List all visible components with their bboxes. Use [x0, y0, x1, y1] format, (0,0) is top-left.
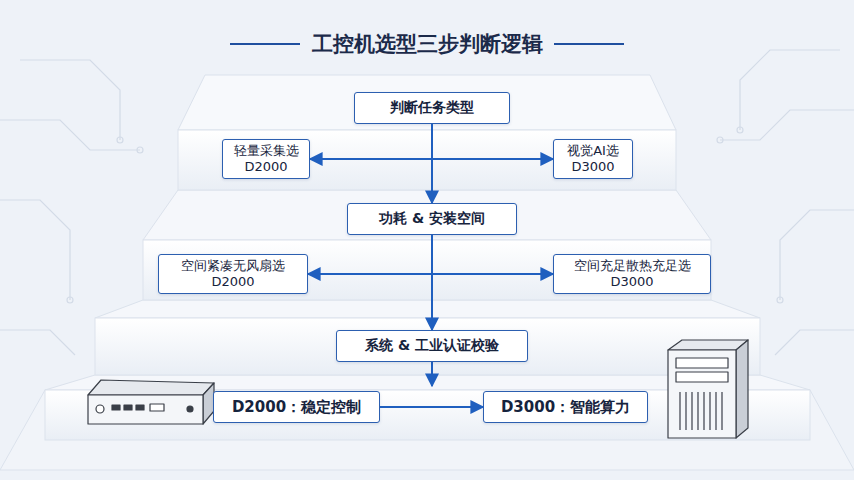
compact-pc-illustration	[88, 395, 203, 424]
circuit-lines	[717, 137, 723, 143]
tower-pc-illustration	[668, 340, 748, 438]
circuit-lines	[775, 330, 854, 355]
tower-pc-illustration	[691, 392, 692, 430]
process-box: 判断任务类型	[354, 92, 510, 124]
tower-pc-illustration	[668, 350, 736, 438]
compact-pc-illustration	[187, 406, 193, 412]
tower-pc-illustration	[721, 392, 722, 430]
box-label: 空间充足散热充足选 D3000	[560, 258, 704, 291]
circuit-lines	[117, 137, 123, 143]
box-label: D3000：智能算力	[501, 398, 630, 417]
box-label: D2000：稳定控制	[232, 398, 361, 417]
staircase	[95, 318, 760, 375]
tower-pc-illustration	[715, 392, 716, 430]
tower-pc-illustration	[679, 392, 680, 430]
process-box: 轻量采集选 D2000	[222, 139, 310, 179]
compact-pc-illustration	[150, 404, 164, 411]
compact-pc-illustration	[88, 380, 214, 424]
staircase	[95, 300, 760, 318]
box-label: 功耗 & 安装空间	[379, 210, 485, 228]
flow-arrow	[380, 406, 483, 408]
process-box: 空间紧凑无风扇选 D2000	[158, 254, 308, 294]
circuit-lines	[137, 147, 143, 153]
box-label: 视觉AI选 D3000	[560, 143, 626, 176]
tower-pc-illustration	[697, 392, 698, 430]
staircase	[178, 130, 676, 190]
box-label: 判断任务类型	[390, 99, 474, 117]
title-rules	[230, 43, 300, 45]
circuit-lines	[780, 210, 854, 300]
circuit-lines	[737, 127, 743, 133]
tower-pc-illustration	[736, 340, 748, 438]
flow-arrow	[308, 273, 553, 275]
circuit-lines	[67, 297, 73, 303]
diagram-title: 工控机选型三步判断逻辑	[0, 30, 854, 58]
process-box: 系统 & 工业认证校验	[336, 330, 528, 362]
staircase	[143, 190, 711, 240]
circuit-lines	[0, 120, 140, 150]
compact-pc-illustration	[124, 405, 132, 410]
flow-arrow	[431, 235, 433, 330]
box-label: 轻量采集选 D2000	[229, 143, 303, 176]
tower-pc-illustration	[703, 392, 704, 430]
flow-arrow	[431, 124, 433, 203]
circuit-lines	[740, 50, 840, 130]
circuit-lines	[0, 330, 75, 355]
circuit-lines	[777, 297, 783, 303]
process-box: 视觉AI选 D3000	[553, 139, 633, 179]
box-label: 空间紧凑无风扇选 D2000	[165, 258, 301, 291]
process-box: D2000：稳定控制	[213, 391, 380, 423]
tower-pc-illustration	[709, 392, 710, 430]
circuit-lines	[0, 50, 854, 355]
process-box: D3000：智能算力	[483, 391, 648, 423]
circuit-lines	[0, 200, 70, 300]
process-box: 功耗 & 安装空间	[347, 203, 517, 235]
compact-pc-illustration	[112, 405, 120, 410]
merge-arrow	[432, 362, 433, 386]
compact-pc-illustration	[88, 380, 214, 395]
compact-pc-illustration	[96, 405, 104, 413]
tower-pc-illustration	[685, 392, 686, 430]
staircase	[178, 75, 676, 130]
staircase	[143, 240, 711, 300]
compact-pc-illustration	[136, 405, 144, 410]
process-box: 空间充足散热充足选 D3000	[553, 254, 711, 294]
box-label: 系统 & 工业认证校验	[365, 337, 499, 355]
circuit-lines	[20, 60, 120, 140]
title-rules	[554, 43, 624, 45]
tower-pc-illustration	[676, 372, 728, 382]
staircase	[0, 75, 854, 470]
merge-arrow	[431, 362, 433, 386]
tower-pc-illustration	[668, 340, 748, 350]
tower-pc-illustration	[676, 358, 728, 368]
